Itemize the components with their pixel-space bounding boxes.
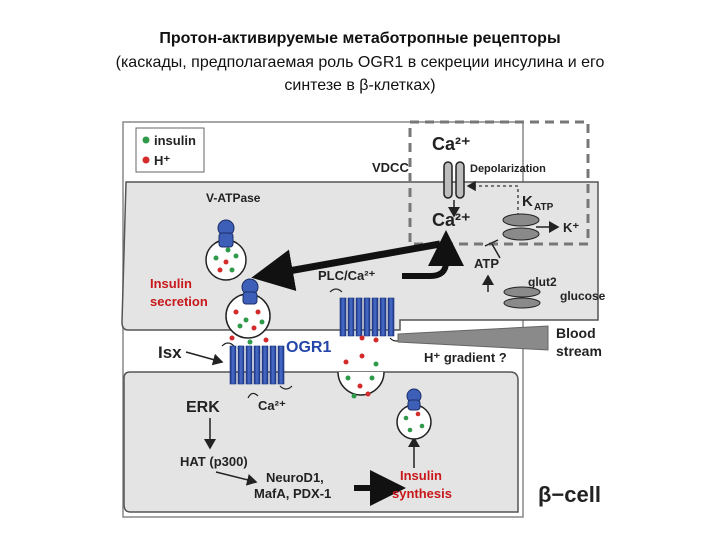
glut2-transporter-icon bbox=[503, 286, 541, 298]
lower-fusing-vesicle-dots bbox=[343, 353, 379, 399]
legend-h-plus: H⁺ bbox=[154, 153, 170, 168]
glut2-label: glut2 bbox=[528, 275, 557, 289]
katp-channel-icon bbox=[502, 213, 540, 227]
secretion-pump-icon bbox=[241, 278, 259, 305]
insulin-secretion-label-2: secretion bbox=[150, 294, 208, 309]
plc-ca-label: PLC/Ca²⁺ bbox=[318, 268, 376, 283]
v-atpase-pump-icon bbox=[217, 219, 235, 248]
beta-cell-label: β−cell bbox=[538, 482, 601, 507]
katp-channel-icon-2 bbox=[502, 227, 540, 241]
title-line-3: синтезе в β-клетках) bbox=[284, 77, 436, 94]
hat-label: HAT (p300) bbox=[180, 454, 248, 469]
katp-label: K bbox=[522, 193, 533, 210]
h-gradient-wedge bbox=[397, 325, 549, 351]
h-gradient-label: H⁺ gradient ? bbox=[424, 350, 507, 365]
insulin-secretion-label-1: Insulin bbox=[150, 276, 192, 291]
vdcc-channel-icon-2 bbox=[455, 161, 465, 199]
glut2-transporter-icon-2 bbox=[503, 297, 541, 309]
glucose-label: glucose bbox=[560, 289, 606, 303]
title-line-1: Протон-активируемые метаботропные рецепт… bbox=[159, 30, 561, 47]
insulin-dot-icon bbox=[142, 136, 150, 144]
ca-mid-label: Ca²⁺ bbox=[432, 210, 471, 230]
v-atpase-vesicle-dots bbox=[213, 247, 239, 273]
erk-label: ERK bbox=[186, 399, 220, 416]
plc-arrow bbox=[402, 230, 464, 279]
blood-stream-label-2: stream bbox=[556, 343, 602, 359]
atp-label: ATP bbox=[474, 256, 499, 271]
ogr1-receptor-lower-icon bbox=[221, 342, 293, 390]
depolarization-label: Depolarization bbox=[470, 163, 546, 175]
neurod1-label-1: NeuroD1, bbox=[266, 470, 324, 485]
v-atpase-label: V-ATPase bbox=[206, 191, 261, 205]
isx-label: Isx bbox=[158, 343, 182, 362]
insulin-synthesis-label-1: Insulin bbox=[400, 468, 442, 483]
synthesis-pump-icon bbox=[406, 388, 422, 411]
legend-box bbox=[135, 127, 205, 173]
k-plus-label: K⁺ bbox=[563, 220, 579, 235]
ogr1-label: OGR1 bbox=[286, 339, 331, 356]
ca-erk-label: Ca²⁺ bbox=[258, 398, 286, 413]
h-plus-dot-icon bbox=[142, 156, 150, 164]
legend-insulin: insulin bbox=[154, 133, 196, 148]
insulin-synthesis-label-2: synthesis bbox=[392, 486, 452, 501]
title-line-2: (каскады, предполагаемая роль OGR1 в сек… bbox=[115, 54, 605, 71]
vdcc-label: VDCC bbox=[372, 160, 409, 175]
katp-sub-label: ATP bbox=[534, 202, 554, 213]
blood-stream-label-1: Blood bbox=[556, 325, 596, 341]
secretion-arrow bbox=[251, 240, 441, 291]
synthesis-vesicle-dots bbox=[403, 411, 425, 433]
vdcc-channel-icon bbox=[443, 161, 453, 199]
neurod1-label-2: MafA, PDX-1 bbox=[254, 486, 331, 501]
ca-top-label: Ca²⁺ bbox=[432, 134, 471, 154]
h-plus-dots-near-receptor bbox=[359, 335, 379, 343]
